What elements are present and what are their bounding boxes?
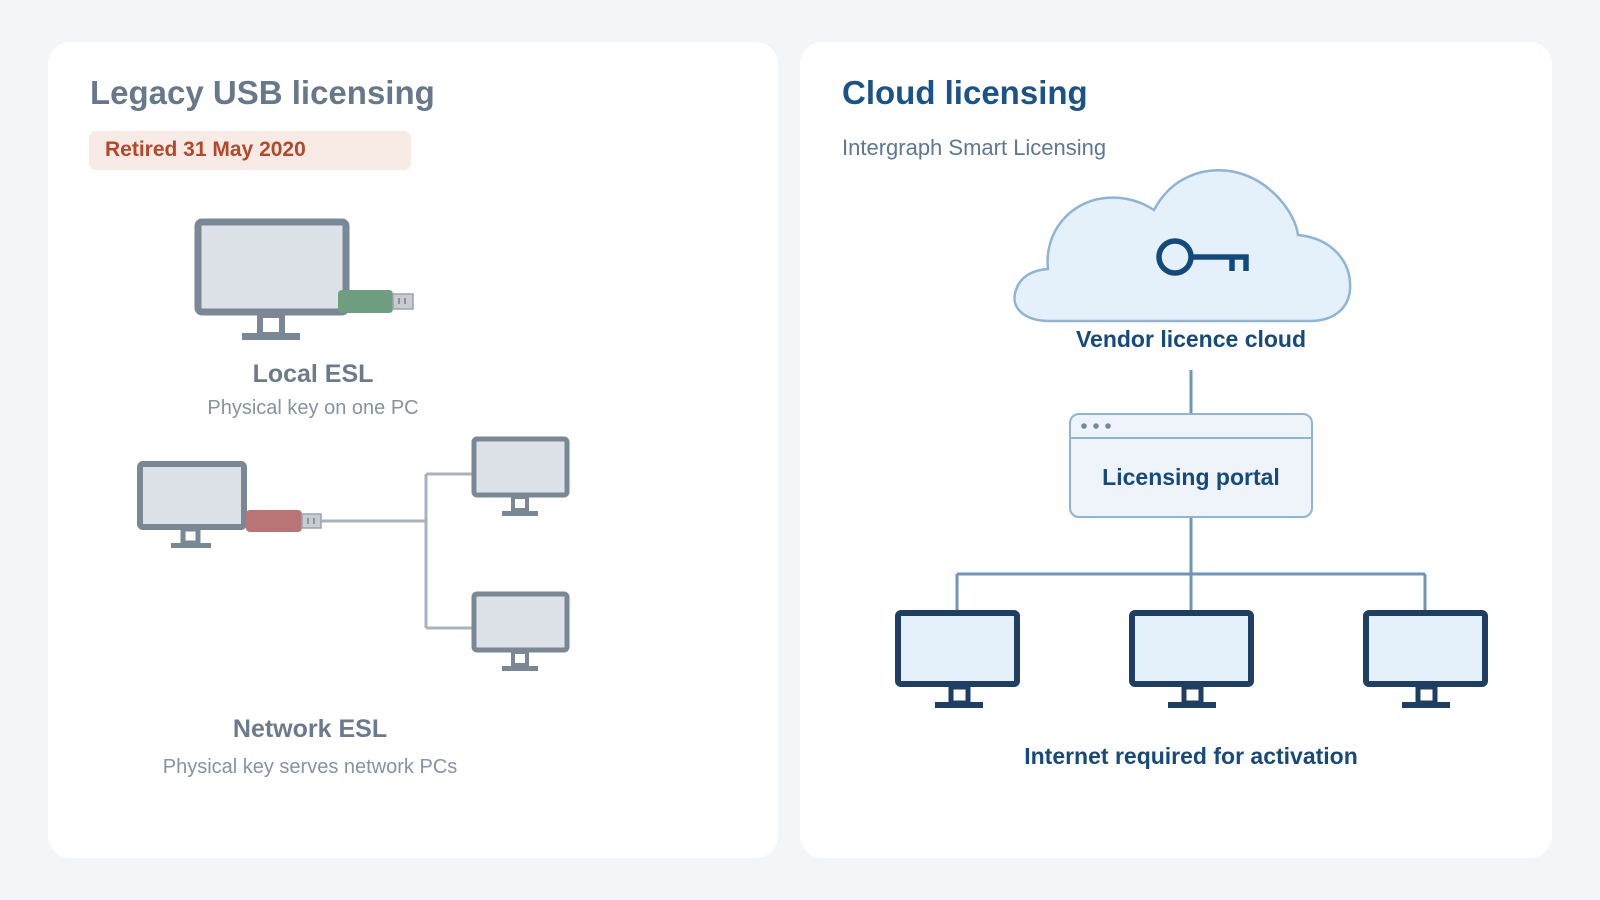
network-esl-label: Network ESL — [232, 715, 388, 743]
portal-client-connectors — [955, 518, 1427, 615]
local-monitor-icon — [194, 218, 350, 340]
legacy-diagram — [137, 218, 570, 671]
client-monitor-icon — [895, 610, 1020, 708]
cloud-licensing-panel: Cloud licensing Intergraph Smart Licensi… — [800, 42, 1552, 858]
local-esl-description: Physical key on one PC — [207, 397, 419, 419]
legacy-licensing-panel: Legacy USB licensing Retired 31 May 2020 — [48, 42, 778, 858]
client-monitor-icon — [1129, 610, 1254, 708]
client-monitor-icon — [1363, 610, 1488, 708]
local-esl-label: Local ESL — [252, 360, 374, 388]
cloud-diagram — [895, 169, 1488, 708]
licensing-portal-label: Licensing portal — [1102, 464, 1280, 490]
network-connector-lines — [321, 472, 472, 630]
legacy-title: Legacy USB licensing — [90, 74, 435, 111]
cloud-title: Cloud licensing — [842, 74, 1088, 111]
network-client-monitor-icon — [471, 436, 570, 516]
network-esl-description: Physical key serves network PCs — [162, 756, 458, 778]
browser-window-icon — [1069, 413, 1313, 518]
cloud-subtitle: Intergraph Smart Licensing — [842, 135, 1107, 160]
retired-badge-label: Retired 31 May 2020 — [105, 138, 306, 161]
network-client-monitor-icon — [471, 591, 570, 671]
key-icon — [1156, 238, 1249, 276]
network-server-monitor-icon — [137, 461, 247, 548]
network-usb-key-icon — [246, 510, 322, 532]
retired-badge: Retired 31 May 2020 — [89, 131, 411, 170]
internet-required-label: Internet required for activation — [1024, 743, 1358, 769]
local-usb-key-icon — [338, 290, 414, 313]
vendor-cloud-label: Vendor licence cloud — [1075, 326, 1307, 352]
